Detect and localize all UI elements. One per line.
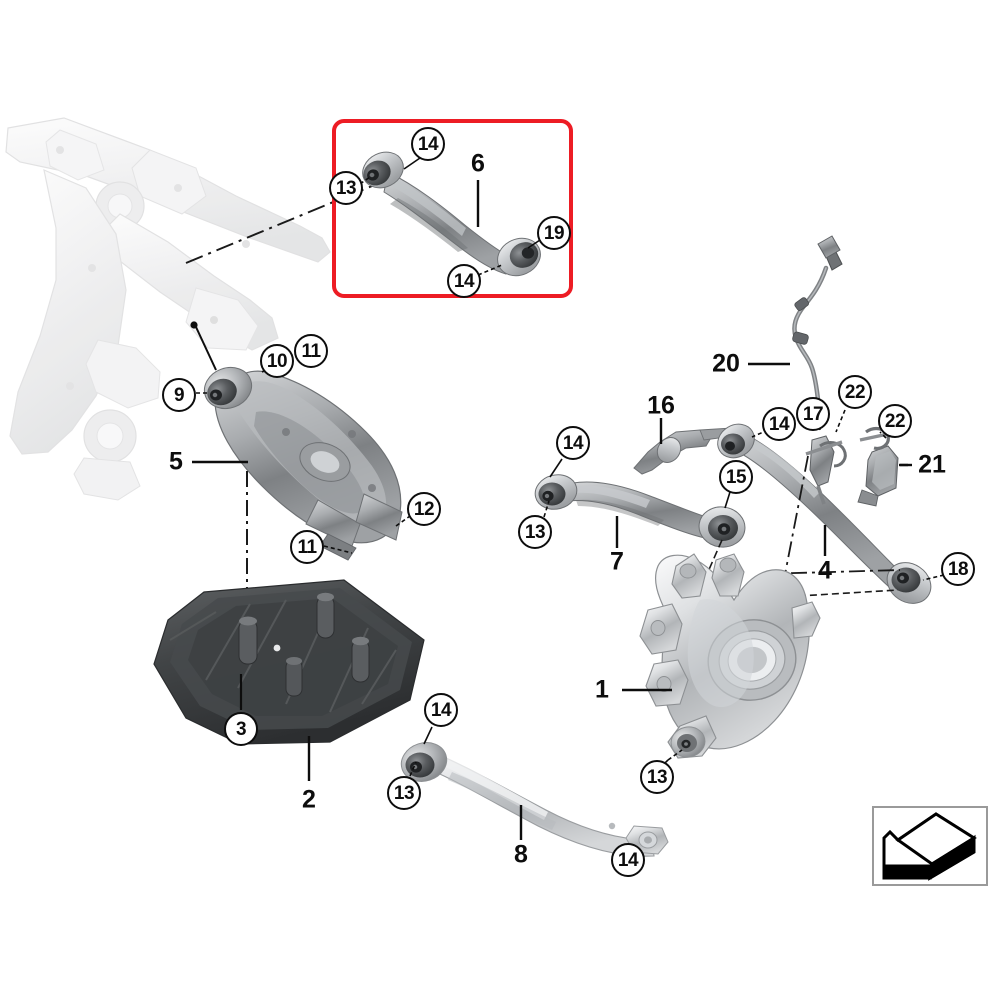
- orientation-icon-box: [872, 806, 988, 886]
- callout-9-c9: 9: [162, 378, 196, 412]
- subframe-ghost: [5, 117, 331, 501]
- vehicle-direction-arrow-icon: [882, 812, 977, 881]
- callout-22-c24: 22: [838, 375, 872, 409]
- leader-line-subframe-to-arm5: [195, 326, 217, 371]
- callout-14-c15: 14: [411, 127, 445, 161]
- callout-17-c23: 17: [796, 397, 830, 431]
- callout-14-c22: 14: [762, 407, 796, 441]
- part-8-trailing-arm: [400, 726, 669, 858]
- callout-15-c20: 15: [719, 460, 753, 494]
- callout-22-c25: 22: [878, 404, 912, 438]
- part-6-upper-control-arm: [359, 151, 541, 277]
- highlight-box-part-6: [332, 119, 573, 298]
- callout-8-c8: 8: [514, 840, 528, 869]
- part-21-cable-holder-bracket: [857, 426, 912, 507]
- part-7-guide-link: [534, 458, 746, 591]
- callout-13-c31: 13: [387, 776, 421, 810]
- callout-14-c30: 14: [424, 693, 458, 727]
- callout-16-c21: 16: [647, 391, 675, 420]
- callout-10-c10: 10: [260, 344, 294, 378]
- callout-7-c7: 7: [610, 547, 624, 576]
- callout-11-c13: 11: [290, 530, 324, 564]
- callout-2-c2: 2: [302, 785, 316, 814]
- part-5-lower-control-arm: [190, 321, 411, 630]
- part-3-shield-studs: [238, 592, 370, 697]
- callout-5-c5: 5: [169, 447, 183, 476]
- callout-11-c11: 11: [294, 334, 328, 368]
- callout-12-c12: 12: [407, 492, 441, 526]
- callout-13-c29: 13: [640, 760, 674, 794]
- part-upper-link-right: [717, 423, 945, 604]
- callout-13-c19: 13: [518, 515, 552, 549]
- callout-20-c27: 20: [712, 349, 740, 378]
- callout-21-c26: 21: [918, 450, 946, 479]
- callout-19-c17: 19: [537, 216, 571, 250]
- callout-6-c6: 6: [471, 149, 485, 178]
- callout-14-c18: 14: [556, 426, 590, 460]
- part-2-underbody-shield: [153, 579, 425, 781]
- callout-3-c3: 3: [224, 712, 258, 746]
- callout-13-c14: 13: [329, 171, 363, 205]
- callout-14-c32: 14: [611, 843, 645, 877]
- part-1-wheel-carrier: [622, 553, 821, 761]
- callout-14-c16: 14: [447, 264, 481, 298]
- callout-1-c1: 1: [595, 675, 609, 704]
- part-20-wheel-speed-sensor: [748, 235, 847, 505]
- callout-18-c28: 18: [941, 552, 975, 586]
- callout-4-c4: 4: [818, 556, 832, 585]
